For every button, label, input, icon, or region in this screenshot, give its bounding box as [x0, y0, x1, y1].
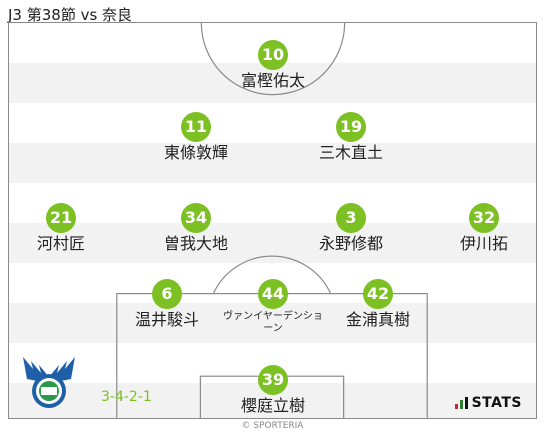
player-21[interactable]: 21 河村匠 [9, 203, 121, 253]
pitch: 10 富樫佑太 11 東條敦輝 19 三木直土 21 河村匠 34 曽我大地 3… [8, 22, 537, 419]
player-name: 金浦真樹 [345, 310, 410, 329]
player-name: 永野修都 [318, 234, 383, 253]
copyright: © SPORTERIA [241, 421, 304, 431]
pitch-stripe [9, 303, 536, 343]
penalty-arc [212, 255, 332, 294]
player-name: ヴァンイヤーデンショーン [223, 311, 323, 334]
player-number: 42 [363, 279, 393, 309]
player-number: 39 [258, 365, 288, 395]
pitch-stripe [9, 143, 536, 183]
player-39[interactable]: 39 櫻庭立樹 [213, 365, 333, 415]
player-number: 19 [336, 112, 366, 142]
player-34[interactable]: 34 曽我大地 [136, 203, 256, 253]
player-name: 東條敦輝 [163, 143, 228, 162]
team-crest-icon [23, 357, 75, 408]
stats-bars-icon [454, 397, 468, 409]
player-44[interactable]: 44 ヴァンイヤーデンショーン [223, 279, 323, 335]
player-number: 34 [181, 203, 211, 233]
player-name: 曽我大地 [163, 234, 228, 253]
player-6[interactable]: 6 温井駿斗 [107, 279, 227, 329]
player-19[interactable]: 19 三木直土 [291, 112, 411, 162]
player-11[interactable]: 11 東條敦輝 [136, 112, 256, 162]
player-number: 6 [152, 279, 182, 309]
player-number: 10 [258, 40, 288, 70]
player-number: 11 [181, 112, 211, 142]
player-number: 44 [258, 279, 288, 309]
stats-label: STATS [471, 395, 522, 411]
formation-label: 3-4-2-1 [101, 389, 152, 405]
player-name: 温井駿斗 [134, 310, 199, 329]
page-title: J3 第38節 vs 奈良 [8, 6, 133, 24]
player-42[interactable]: 42 金浦真樹 [318, 279, 438, 329]
player-name: 富樫佑太 [240, 71, 305, 90]
player-number: 21 [46, 203, 76, 233]
top-center-circle [200, 23, 346, 96]
player-name: 河村匠 [36, 234, 85, 253]
stats-logo: STATS [454, 395, 522, 411]
player-name: 三木直土 [318, 143, 383, 162]
player-number: 32 [469, 203, 499, 233]
player-32[interactable]: 32 伊川拓 [424, 203, 536, 253]
player-10[interactable]: 10 富樫佑太 [213, 40, 333, 90]
player-name: 櫻庭立樹 [240, 396, 305, 415]
player-number: 3 [336, 203, 366, 233]
player-name: 伊川拓 [459, 234, 508, 253]
player-3[interactable]: 3 永野修都 [291, 203, 411, 253]
